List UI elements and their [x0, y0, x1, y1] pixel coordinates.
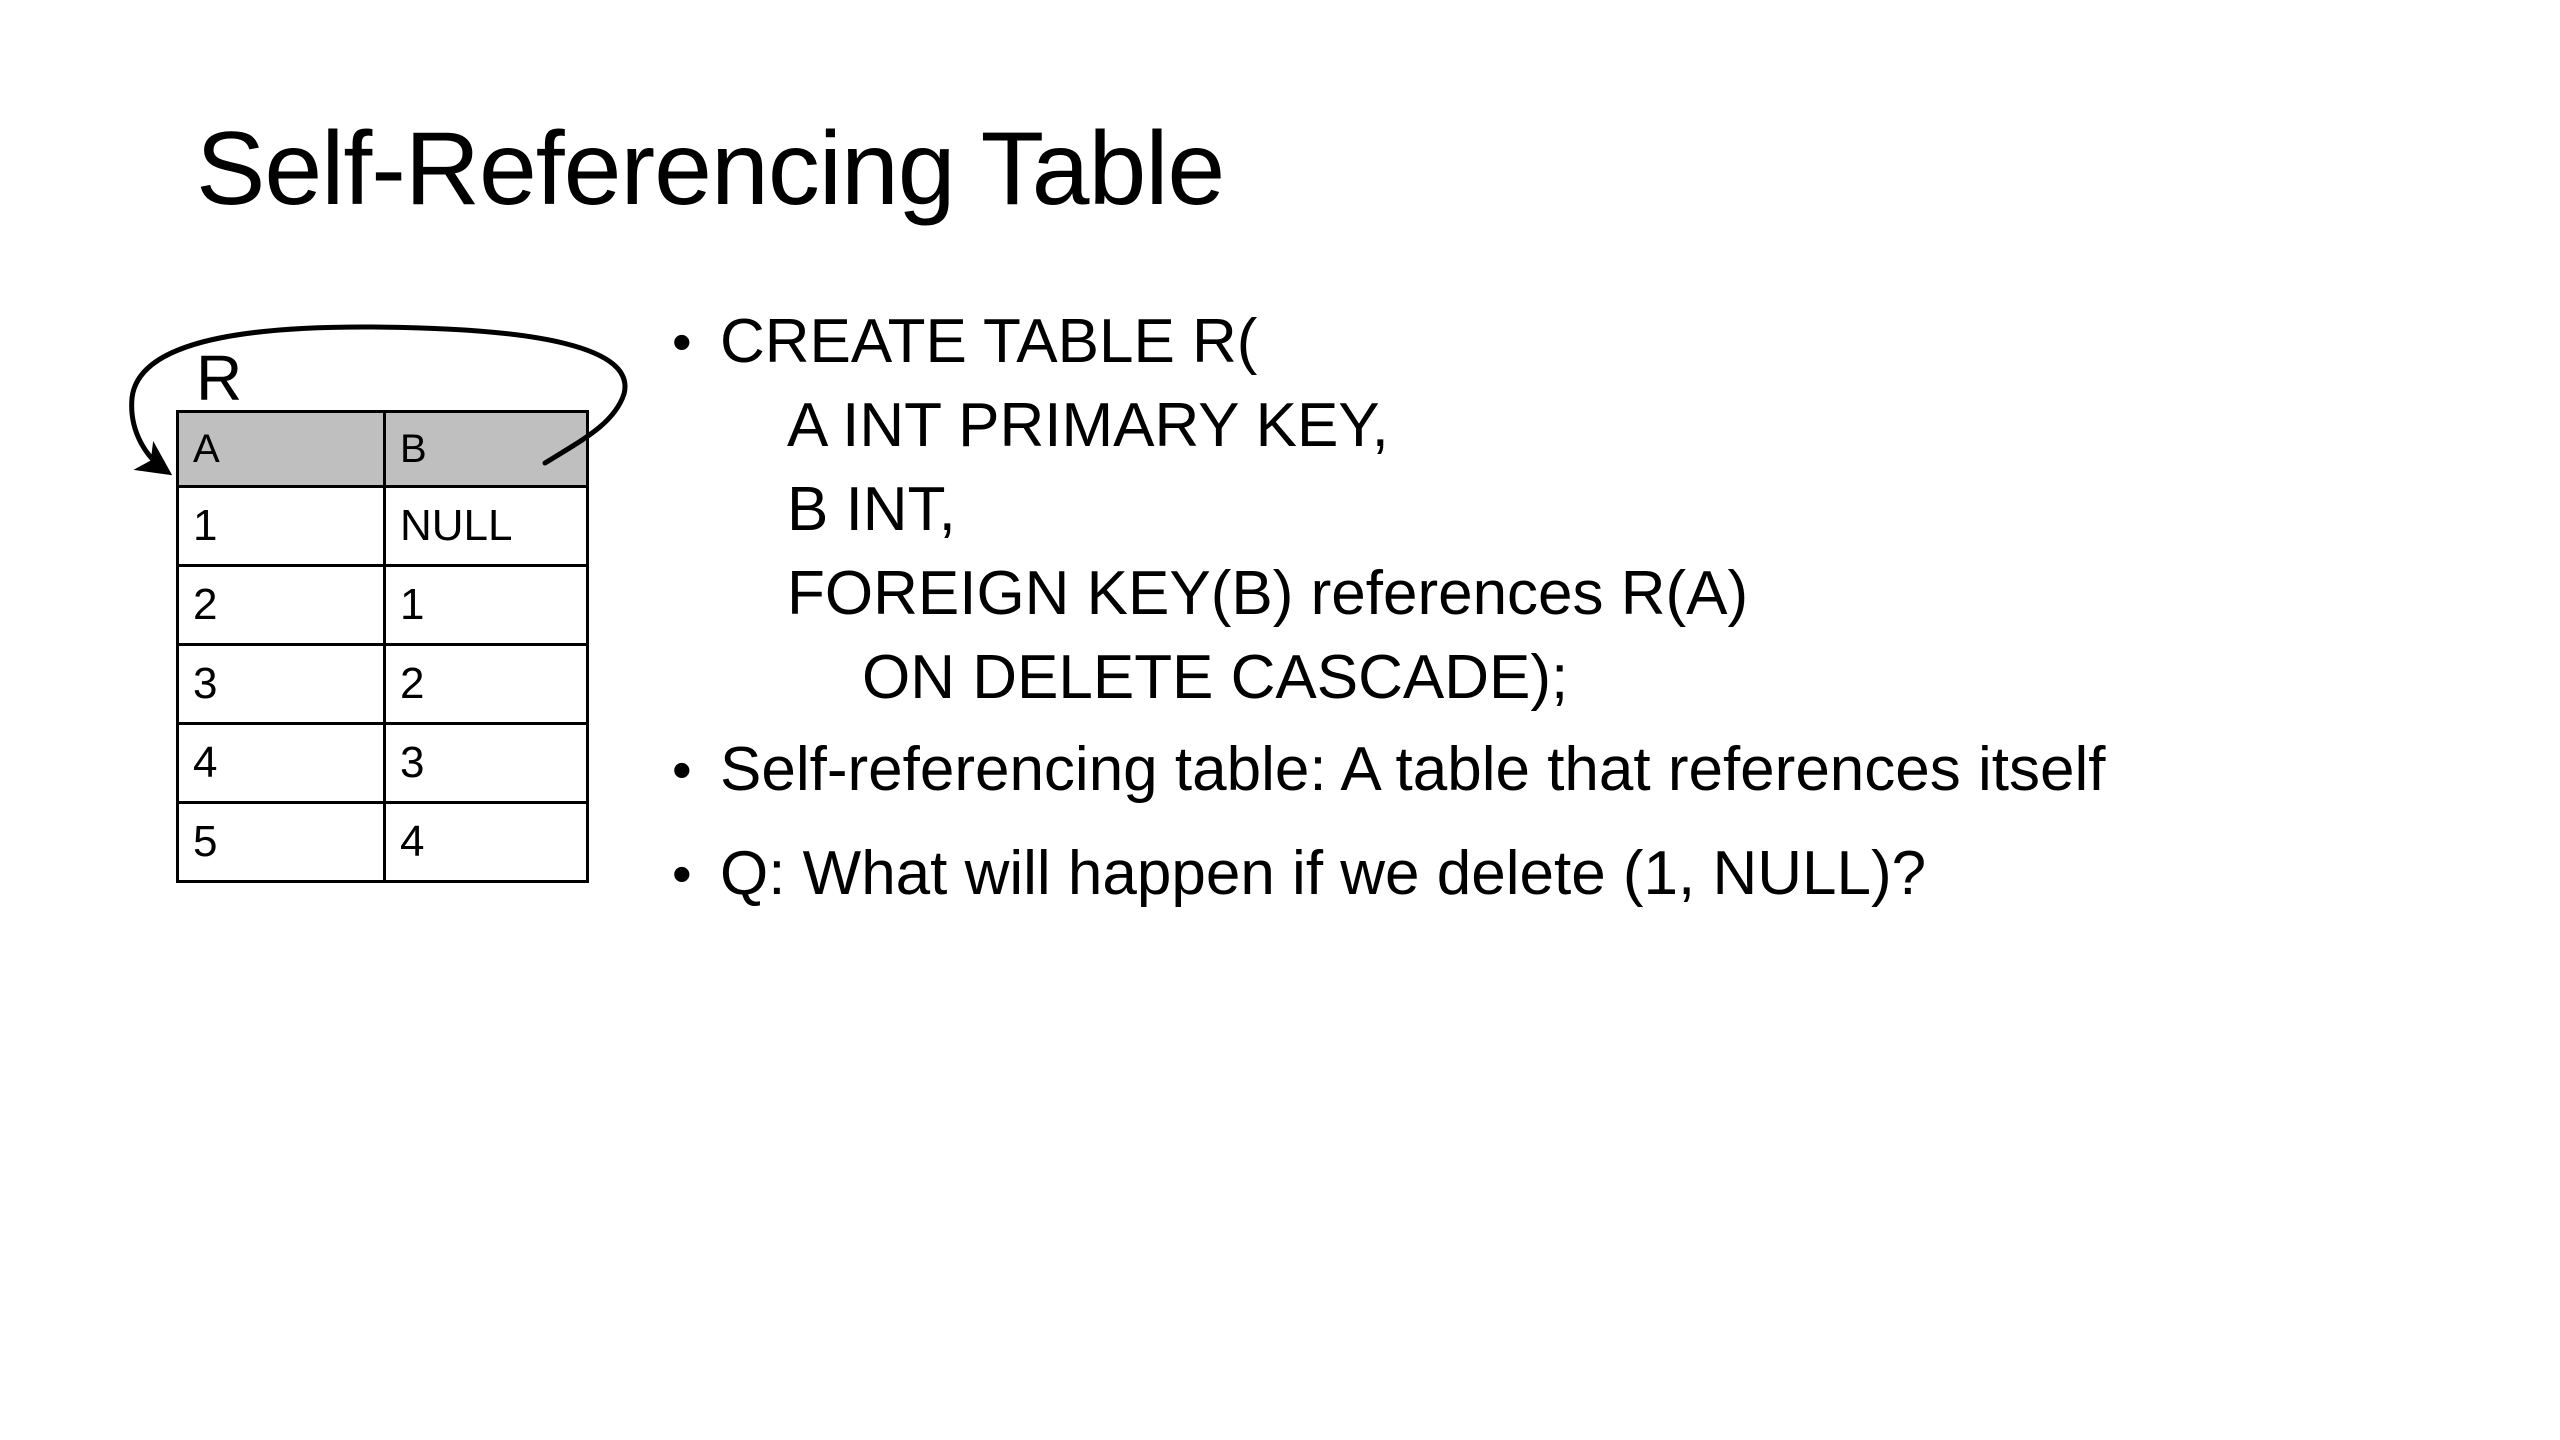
- table-cell: 3: [383, 722, 589, 804]
- table-cell: 3: [176, 643, 386, 725]
- table-row: 2 1: [176, 564, 589, 646]
- table-cell: 4: [383, 801, 589, 883]
- table-cell: 4: [176, 722, 386, 804]
- table-cell: 5: [176, 801, 386, 883]
- bullet-item-definition: • Self-referencing table: A table that r…: [672, 728, 2105, 812]
- column-header-a: A: [176, 410, 386, 488]
- sql-line: A INT PRIMARY KEY,: [787, 391, 1389, 460]
- bullet-list: • CREATE TABLE R( A INT PRIMARY KEY, B I…: [672, 300, 2105, 916]
- bullet-marker: •: [672, 310, 692, 373]
- table-row: 3 2: [176, 643, 589, 725]
- sql-line: FOREIGN KEY(B) references R(A): [787, 559, 1749, 628]
- bullet-marker: •: [672, 842, 692, 905]
- bullet-item-question: • Q: What will happen if we delete (1, N…: [672, 832, 2105, 916]
- table-cell: 1: [176, 485, 386, 567]
- column-header-b: B: [383, 410, 589, 488]
- sql-line: ON DELETE CASCADE);: [862, 643, 1569, 712]
- table-row: 4 3: [176, 722, 589, 804]
- bullet-text: Self-referencing table: A table that ref…: [720, 735, 2106, 804]
- bullet-marker: •: [672, 738, 692, 801]
- table-name-label: R: [196, 342, 243, 414]
- table-row: 1 NULL: [176, 485, 589, 567]
- sql-line: B INT,: [787, 475, 956, 544]
- table-cell: 2: [383, 643, 589, 725]
- bullet-text: Q: What will happen if we delete (1, NUL…: [720, 839, 1927, 908]
- table-cell: 1: [383, 564, 589, 646]
- table-cell: 2: [176, 564, 386, 646]
- bullet-item-create-table: • CREATE TABLE R( A INT PRIMARY KEY, B I…: [672, 300, 2105, 720]
- table-cell: NULL: [383, 485, 589, 567]
- slide-title: Self-Referencing Table: [196, 111, 1225, 227]
- table-row: 5 4: [176, 801, 589, 883]
- table-header-row: A B: [176, 410, 589, 488]
- sql-code-block: CREATE TABLE R( A INT PRIMARY KEY, B INT…: [720, 300, 1748, 720]
- sql-line: CREATE TABLE R(: [720, 307, 1258, 376]
- relation-table: A B 1 NULL 2 1 3 2 4 3 5 4: [176, 410, 589, 883]
